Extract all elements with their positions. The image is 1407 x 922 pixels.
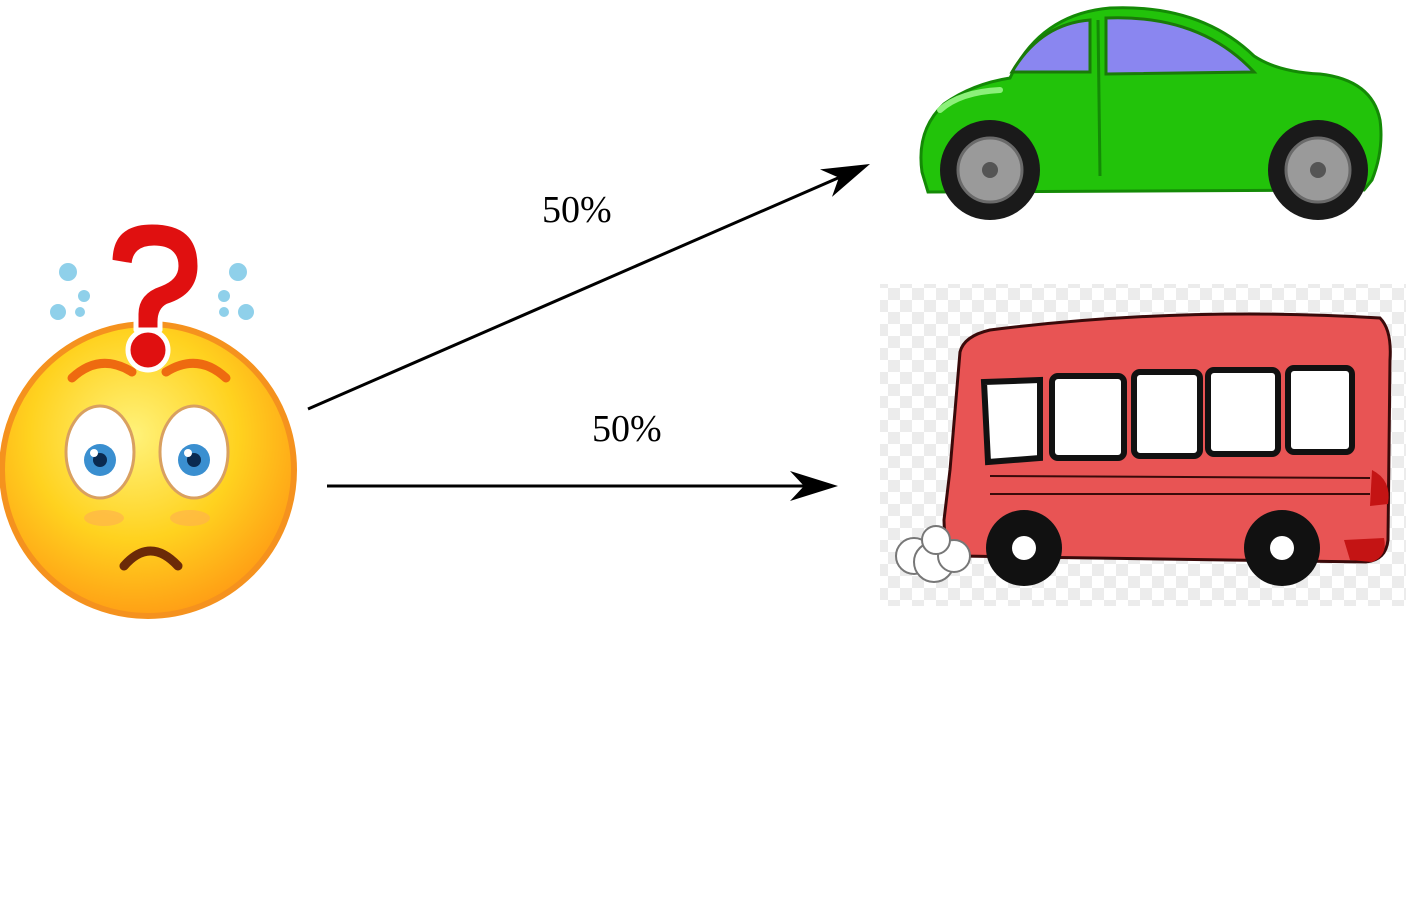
edge-label-car: 50% [542,189,612,231]
red-bus-icon [880,284,1406,606]
confused-face-icon [0,219,297,619]
green-car-icon [919,6,1383,220]
arrows-layer [307,164,870,501]
arrow-to-car-shaft [307,176,840,411]
edge-label-bus: 50% [592,408,662,450]
exhaust-smoke-icon [895,525,971,583]
sweat-drops-icon [50,263,254,320]
arrow-to-car-head [820,164,870,197]
arrow-to-bus-head [790,471,838,501]
question-mark-icon [107,219,203,373]
